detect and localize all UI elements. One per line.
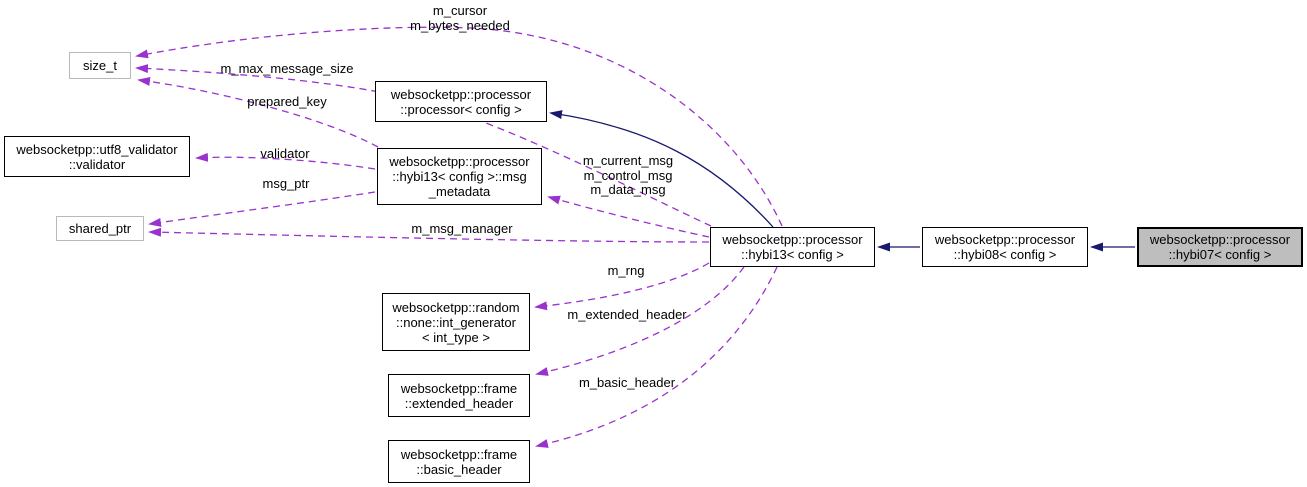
edge-label-basic-header: m_basic_header (578, 375, 676, 390)
node-utf8-validator[interactable]: websocketpp::utf8_validator ::validator (4, 136, 190, 177)
edge-label-rng: m_rng (607, 263, 645, 278)
node-random-int-generator[interactable]: websocketpp::random ::none::int_generato… (382, 293, 530, 351)
edge-label-msg-manager: m_msg_manager (411, 221, 513, 236)
edge-label-extended-header: m_extended_header (567, 307, 687, 322)
node-hybi13[interactable]: websocketpp::processor ::hybi13< config … (710, 227, 875, 267)
edge-label-current-control-data-msg: m_current_msg m_control_msg m_data_msg (582, 153, 674, 197)
node-size-t: size_t (69, 52, 131, 79)
node-hybi08[interactable]: websocketpp::processor ::hybi08< config … (922, 227, 1088, 267)
node-shared-ptr: shared_ptr (56, 216, 144, 241)
node-hybi13-msg-metadata[interactable]: websocketpp::processor ::hybi13< config … (377, 148, 542, 205)
edge-label-cursor-bytes-needed: m_cursor m_bytes_needed (410, 3, 510, 33)
edge-label-prepared-key: prepared_key (247, 94, 327, 109)
edge-label-validator: validator (260, 146, 310, 161)
node-processor[interactable]: websocketpp::processor ::processor< conf… (375, 81, 547, 122)
edge-label-msg-ptr: msg_ptr (262, 176, 310, 191)
edge-usage-basic-header (535, 266, 778, 448)
node-frame-basic-header[interactable]: websocketpp::frame ::basic_header (388, 440, 530, 483)
edge-label-max-message-size: m_max_message_size (220, 61, 354, 76)
node-hybi07-current: websocketpp::processor ::hybi07< config … (1137, 227, 1303, 267)
edge-usage-msg-ptr (148, 191, 376, 227)
node-frame-extended-header[interactable]: websocketpp::frame ::extended_header (388, 374, 530, 417)
edge-usage-current-control-data-msg (547, 195, 710, 238)
